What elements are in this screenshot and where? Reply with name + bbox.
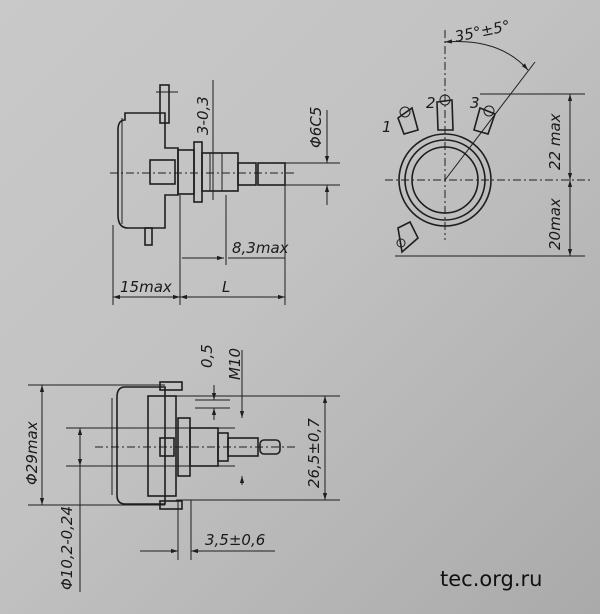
- terminal-label-1: 1: [382, 118, 392, 136]
- shaft: [237, 162, 257, 186]
- bushing: [201, 152, 239, 192]
- terminal-label-2: 2: [426, 94, 436, 112]
- body-outline: [117, 112, 179, 229]
- mounting-lug: [397, 220, 419, 254]
- flange: [147, 395, 177, 497]
- dim-angle: 35°±5°: [453, 17, 512, 46]
- dim-lower-height: 20max: [546, 198, 564, 250]
- washer: [193, 141, 203, 203]
- side-view: 3-0,3 Φ6C5 8,3max 15max L: [110, 80, 340, 305]
- angle-arc: [444, 39, 529, 71]
- dim-body-depth: 15max: [120, 278, 172, 296]
- dim-washer: 0,5: [198, 344, 216, 368]
- shaft-tip: [257, 162, 286, 186]
- terminal-label-3: 3: [470, 94, 480, 112]
- dim-offset: 3,5±0,6: [205, 531, 265, 549]
- dim-upper-height: 22 max: [546, 113, 564, 170]
- dim-bushing-length: 8,3max: [232, 239, 289, 257]
- dim-body-diameter: Φ29max: [23, 421, 41, 485]
- nut: [177, 149, 195, 195]
- terminal-3: [473, 106, 497, 135]
- top-tab: [159, 381, 183, 391]
- front-view: 1 2 3 35°±5° 22 max 20max: [382, 17, 590, 257]
- terminal-hole: [483, 105, 495, 117]
- terminal-2: [436, 99, 454, 131]
- watermark: tec.org.ru: [440, 567, 542, 591]
- dim-span: 26,5±0,7: [305, 418, 323, 488]
- dim-shaft-diameter: Φ6C5: [307, 107, 325, 148]
- terminal-hole: [399, 106, 411, 118]
- dim-shaft-length: L: [222, 278, 230, 296]
- body-outline: [116, 386, 166, 505]
- bottom-tab: [144, 227, 153, 246]
- lug-hole: [396, 238, 406, 248]
- dim-mount-diameter: Φ10,2-0,24: [58, 506, 76, 590]
- top-terminal: [159, 84, 170, 124]
- terminal-hole: [439, 94, 451, 106]
- angle-ray: [444, 61, 536, 181]
- bottom-view: Φ29max Φ10,2-0,24 0,5 M10 26,5±0,7 3,5±0…: [23, 344, 340, 592]
- dim-thread: M10: [226, 348, 244, 380]
- dim-tolerance-top: 3-0,3: [194, 96, 212, 135]
- terminal-1: [397, 106, 419, 135]
- hub: [149, 159, 176, 185]
